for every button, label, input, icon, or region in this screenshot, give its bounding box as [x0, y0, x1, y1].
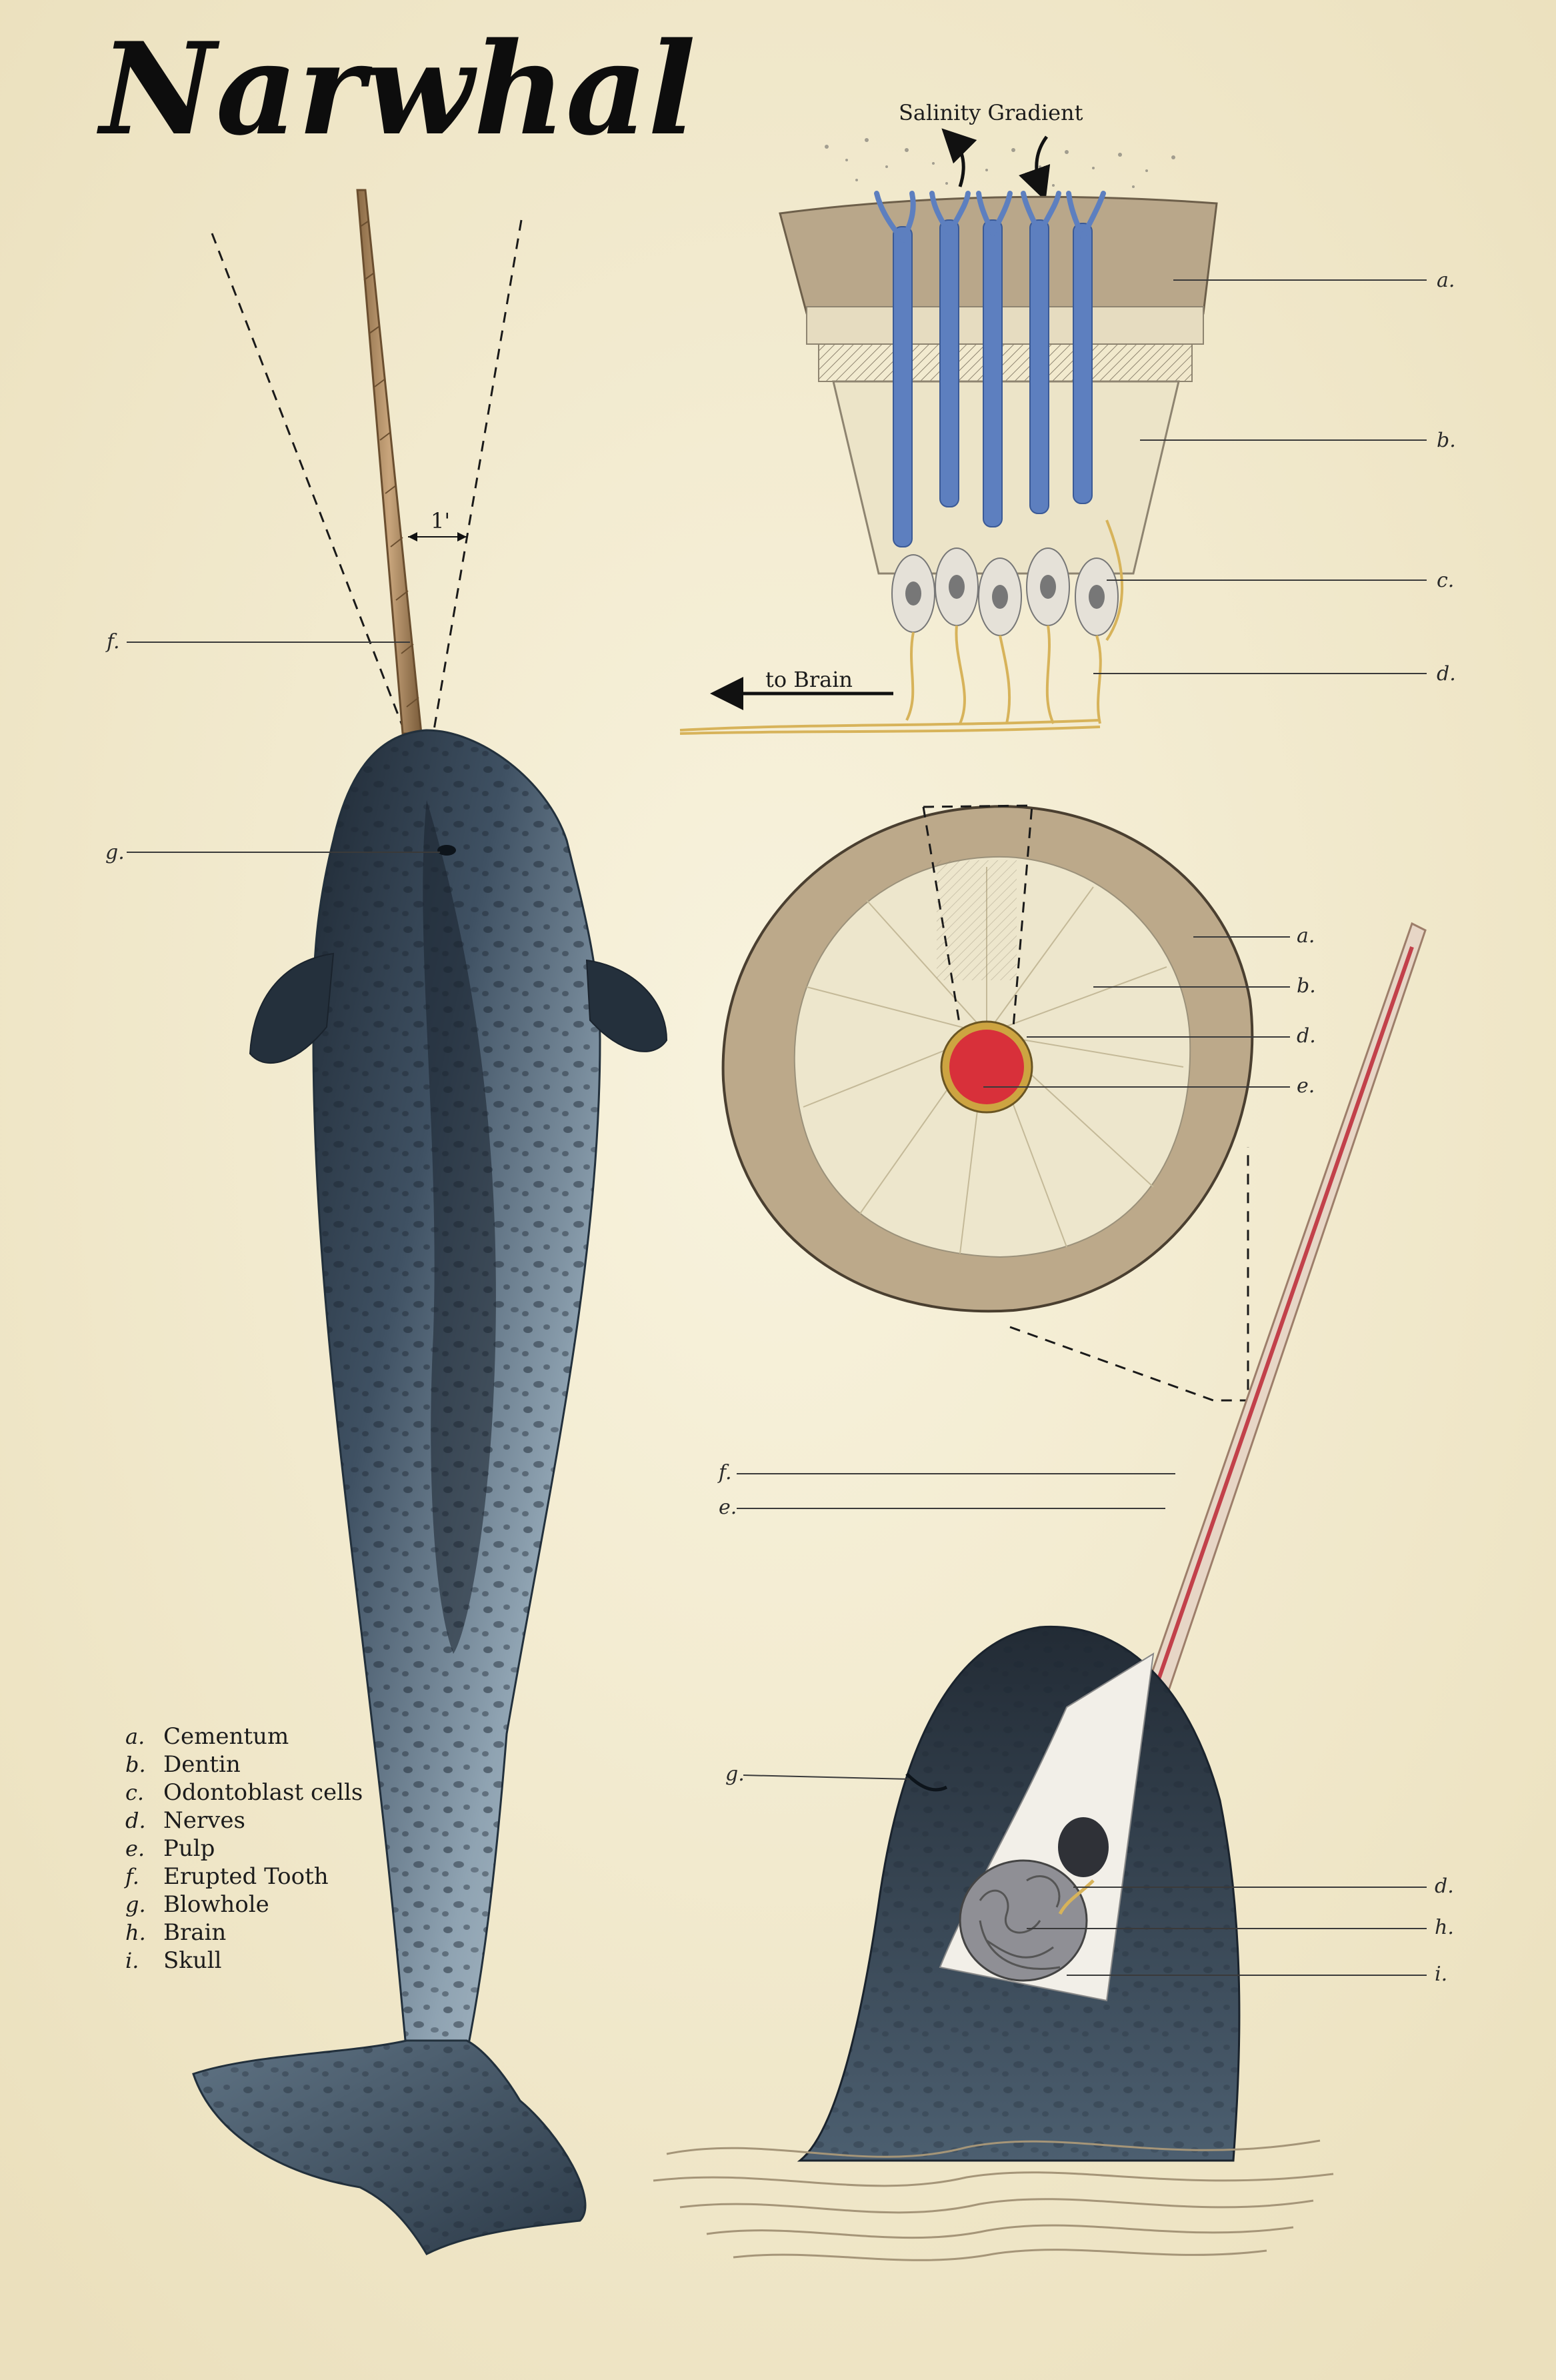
legend-item-text: Erupted Tooth: [163, 1863, 329, 1890]
legend-item-text: Skull: [163, 1947, 222, 1974]
legend-item-text: Nerves: [163, 1807, 245, 1834]
curved-arrow-down-icon: [1019, 135, 1051, 201]
legend-item-text: Dentin: [163, 1751, 241, 1778]
legend-letter: a.: [125, 1724, 145, 1749]
label-b-tubule: b.: [1437, 429, 1456, 452]
legend-item-text: Brain: [163, 1919, 226, 1946]
zoom-dashed-connector: [1009, 1147, 1249, 1402]
label-i-head: i.: [1435, 1963, 1447, 1986]
tusk-spiral-lines: [359, 221, 419, 708]
head-blowhole: [905, 1772, 948, 1792]
label-c-tubule: c.: [1437, 569, 1454, 592]
water-waves: [653, 2139, 1334, 2261]
label-d-tooth: d.: [1297, 1024, 1316, 1048]
label-e-tooth: e.: [1297, 1074, 1315, 1098]
label-b-tooth: b.: [1297, 974, 1316, 998]
curved-arrow-up-icon: [941, 128, 977, 187]
skull-cavity: [1058, 1817, 1109, 1877]
angle-dashed-line-right: [432, 219, 523, 734]
whale-blowhole: [437, 845, 456, 856]
legend-letter: g.: [125, 1892, 146, 1917]
dentinal-tubules: [893, 219, 1093, 547]
head-nerve: [1058, 1879, 1095, 1915]
brain: [959, 1859, 1088, 1982]
legend-item-text: Cementum: [163, 1723, 289, 1750]
tubule-cross-section: Salinity Gradient: [679, 100, 1456, 735]
label-h-head: h.: [1435, 1916, 1454, 1939]
label-e-head: e.: [719, 1496, 737, 1519]
label-a-tooth: a.: [1297, 924, 1315, 948]
whale-dorsal-stripe: [423, 800, 496, 1654]
label-f-whale: f.: [105, 630, 120, 654]
label-d-tubule: d.: [1437, 662, 1456, 686]
legend-letter: e.: [125, 1836, 145, 1861]
legend-item-text: Odontoblast cells: [163, 1779, 363, 1806]
whale-flipper-left: [249, 952, 335, 1064]
legend-letter: c.: [125, 1780, 144, 1805]
label-f-head: f.: [717, 1461, 732, 1484]
nerve-fibers: [679, 519, 1124, 735]
label-d-head: d.: [1435, 1875, 1454, 1898]
legend-letter: b.: [125, 1752, 146, 1777]
tubule-branches: [874, 191, 1106, 243]
brain-folds: [979, 1875, 1061, 1970]
legend-letter: h.: [125, 1920, 146, 1945]
tooth-cross-section: a. b. d. e.: [721, 804, 1316, 1402]
legend-item-text: Blowhole: [163, 1891, 269, 1918]
label-g-whale: g.: [105, 841, 125, 864]
whale-flipper-right: [585, 959, 668, 1052]
page-title: Narwhal: [96, 15, 696, 163]
label-g-head: g.: [725, 1762, 745, 1786]
odontoblast-cells: [891, 547, 1119, 636]
leader-g-head: [743, 1774, 911, 1780]
salinity-label: Salinity Gradient: [899, 100, 1083, 125]
legend-letter: f.: [124, 1864, 139, 1889]
angle-dashed-line-left: [211, 233, 407, 734]
measure-label: 1': [431, 508, 450, 533]
legend-letter: d.: [125, 1808, 146, 1833]
legend-item-text: Pulp: [163, 1835, 215, 1862]
legend: a. Cementum b. Dentin c. Odontoblast cells d. N…: [124, 1723, 363, 1974]
head-section-illustration: f. e. g. d. h. i.: [653, 922, 1454, 2261]
hatched-band: [818, 343, 1193, 382]
whale-full-illustration: 1' f. g.: [105, 189, 668, 2255]
legend-letter: i.: [125, 1948, 139, 1973]
label-a-tubule: a.: [1437, 269, 1455, 292]
dentin-layer: [832, 380, 1180, 575]
sample-wedge-hatch: [937, 860, 1017, 980]
pulp-core: [949, 1030, 1024, 1104]
dentin-upper-band: [806, 306, 1204, 345]
to-brain-label: to Brain: [765, 667, 853, 692]
